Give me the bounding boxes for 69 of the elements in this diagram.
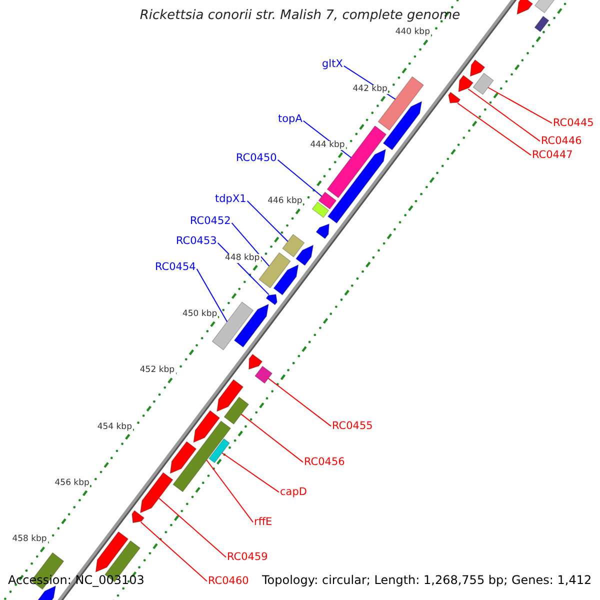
gene-label: gltX bbox=[322, 59, 343, 71]
gene-feature bbox=[318, 192, 337, 210]
leader-line bbox=[158, 498, 226, 558]
scale-label: 448 kbp bbox=[224, 254, 261, 263]
gene-label: RC0446 bbox=[541, 136, 582, 148]
scale-label: 446 kbp bbox=[266, 197, 304, 207]
gene-label: RC0447 bbox=[532, 150, 573, 162]
gene-feature bbox=[254, 366, 273, 384]
gene-label: RC0450 bbox=[236, 153, 277, 165]
gene-feature bbox=[140, 472, 174, 514]
diagram-title: Rickettsia conorii str. Malish 7, complete genome bbox=[138, 9, 462, 24]
gene-feature bbox=[516, 0, 534, 15]
gene-feature bbox=[327, 148, 386, 224]
leader-line bbox=[268, 378, 332, 427]
scale-label: 456 kbp bbox=[54, 479, 90, 488]
gene-label: RC0459 bbox=[227, 552, 268, 564]
leader-line bbox=[222, 452, 280, 493]
gene-label: tdpX1 bbox=[215, 194, 246, 206]
gene-feature bbox=[216, 379, 244, 412]
scale-label: 458 kbp bbox=[11, 535, 48, 545]
gene-feature bbox=[273, 264, 299, 296]
leader-line bbox=[231, 222, 270, 267]
gene-feature bbox=[282, 234, 305, 258]
gene-label: RC0445 bbox=[553, 118, 594, 130]
gene-feature bbox=[258, 252, 291, 288]
gene-feature bbox=[208, 438, 230, 464]
scale-label: 440 kbp bbox=[394, 28, 431, 38]
leader-line bbox=[240, 414, 304, 463]
gene-feature bbox=[470, 59, 486, 77]
genome-info-text: Topology: circular; Length: 1,268,755 bp; Genes: 1,412 bbox=[262, 574, 592, 588]
gene-label: RC0456 bbox=[304, 457, 345, 469]
leader-line bbox=[468, 88, 540, 142]
gene-feature bbox=[95, 531, 129, 572]
leader-line bbox=[206, 460, 254, 523]
gene-label: topA bbox=[278, 114, 302, 126]
leader-line bbox=[196, 268, 228, 322]
gene-feature bbox=[193, 410, 220, 443]
scale-label: 450 kbp bbox=[181, 310, 218, 320]
gene-feature bbox=[382, 100, 422, 150]
leader-line bbox=[457, 102, 532, 156]
gene-feature bbox=[316, 224, 330, 240]
gene-feature bbox=[312, 202, 330, 218]
gene-label: RC0453 bbox=[176, 236, 217, 248]
gene-feature bbox=[234, 304, 269, 348]
leader-line bbox=[488, 87, 552, 124]
gene-label: RC0454 bbox=[155, 262, 196, 274]
gene-label: capD bbox=[280, 487, 307, 499]
scale-label: 454 kbp bbox=[96, 422, 133, 432]
gene-label: RC0460 bbox=[208, 576, 249, 588]
gene-feature bbox=[132, 510, 145, 524]
gene-feature bbox=[326, 125, 387, 198]
leader-line bbox=[277, 159, 322, 197]
gene-feature bbox=[296, 244, 314, 266]
gene-feature bbox=[248, 354, 263, 370]
leader-line bbox=[140, 522, 208, 582]
gene-feature bbox=[266, 294, 278, 306]
gene-feature bbox=[472, 72, 494, 95]
gene-label: rffE bbox=[254, 517, 272, 529]
scale-label: 444 kbp bbox=[309, 140, 346, 150]
gene-feature bbox=[224, 396, 250, 425]
gene-feature bbox=[172, 420, 232, 492]
scale-label: 452 kbp bbox=[138, 366, 176, 376]
gene-label: RC0452 bbox=[190, 216, 231, 228]
gene-feature bbox=[170, 441, 197, 474]
gene-feature bbox=[448, 92, 461, 104]
gene-label: RC0455 bbox=[332, 421, 373, 433]
scale-label: 442 kbp bbox=[352, 84, 388, 94]
gene-feature bbox=[458, 74, 474, 92]
gene-feature bbox=[534, 16, 550, 32]
